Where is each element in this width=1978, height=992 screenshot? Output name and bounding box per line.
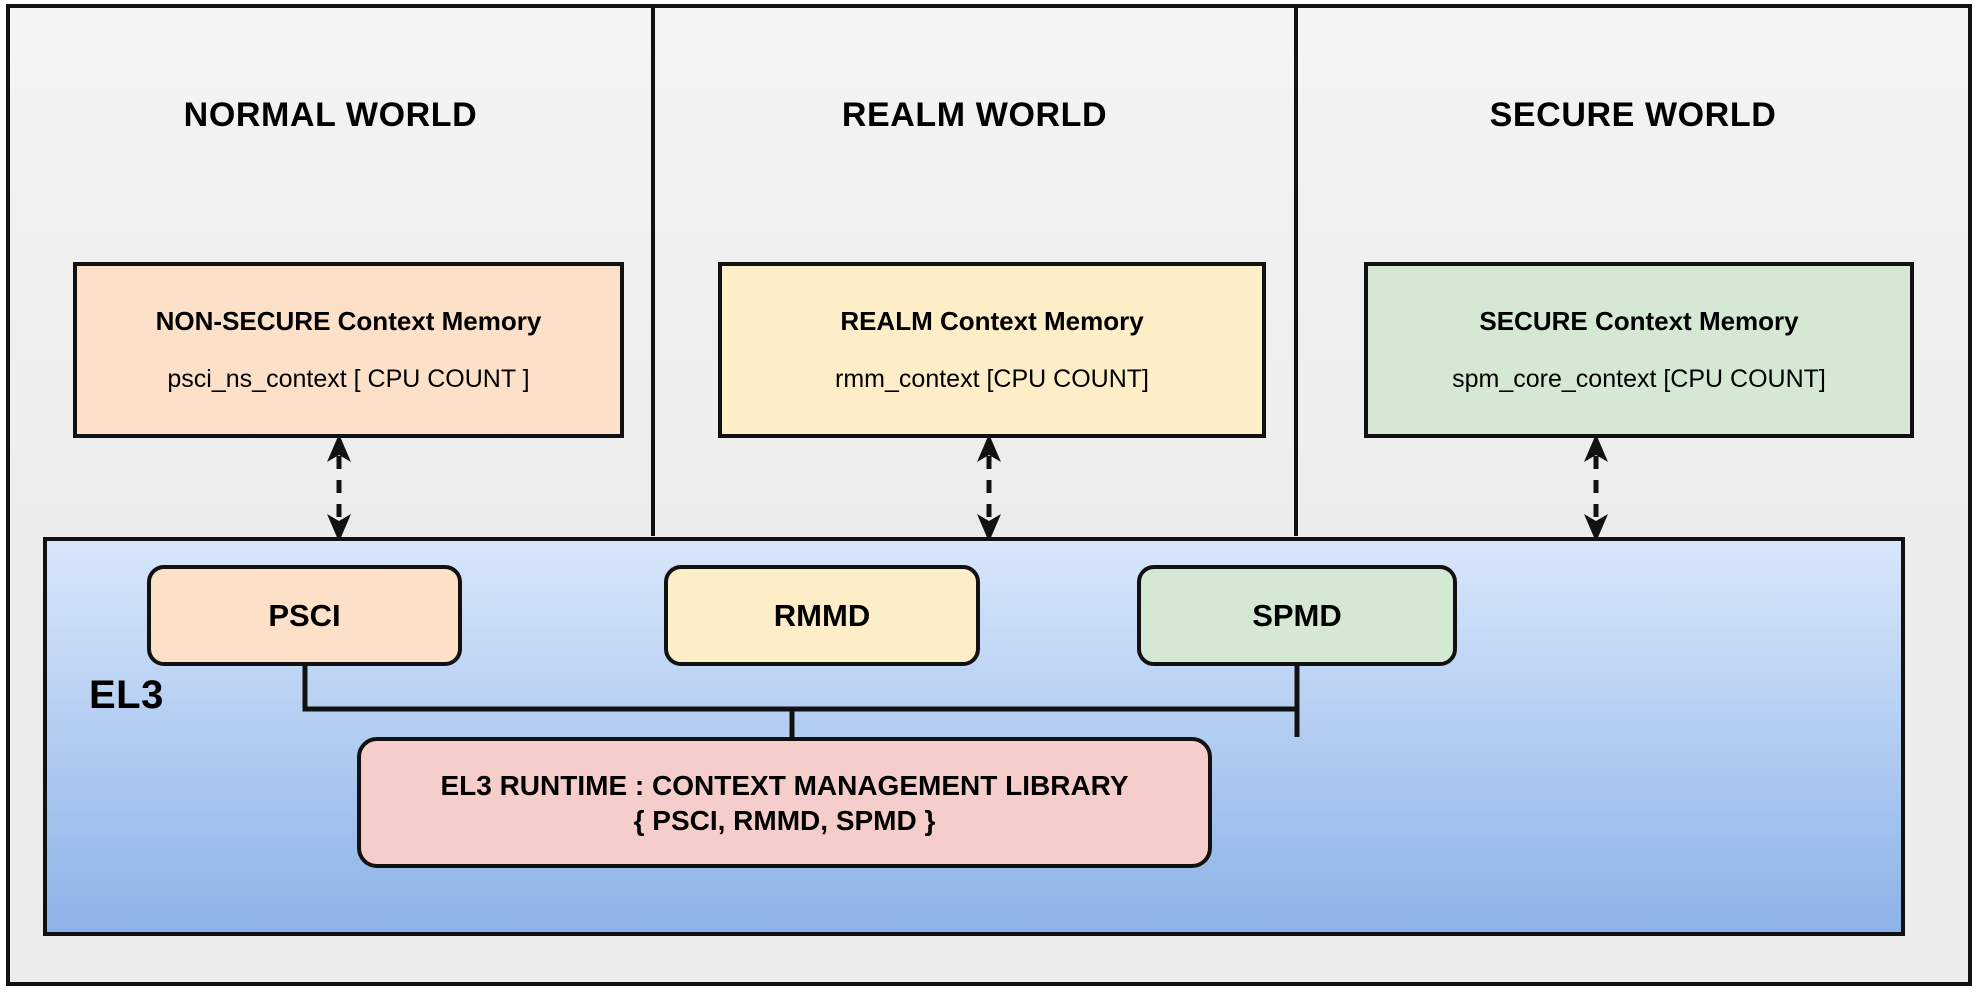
- context-memory-box-non-secure[interactable]: NON-SECURE Context Memory psci_ns_contex…: [73, 262, 624, 438]
- el3-runtime-library-title: EL3 RUNTIME : CONTEXT MANAGEMENT LIBRARY: [440, 769, 1129, 801]
- dispatcher-pill-rmmd[interactable]: RMMD: [664, 565, 980, 666]
- context-memory-symbol-non-secure: psci_ns_context [ CPU COUNT ]: [167, 364, 530, 393]
- context-memory-title-secure: SECURE Context Memory: [1479, 305, 1799, 336]
- el3-runtime-library-box[interactable]: EL3 RUNTIME : CONTEXT MANAGEMENT LIBRARY…: [357, 737, 1212, 868]
- context-memory-title-realm: REALM Context Memory: [840, 305, 1144, 336]
- bidirectional-dashed-arrow-secure: [1584, 434, 1608, 542]
- dispatcher-label-psci: PSCI: [268, 597, 341, 633]
- dispatcher-pill-spmd[interactable]: SPMD: [1137, 565, 1457, 666]
- world-column-realm: REALM WORLD REALM Context Memory rmm_con…: [655, 8, 1298, 536]
- context-memory-title-non-secure: NON-SECURE Context Memory: [155, 305, 542, 336]
- el3-label: EL3: [89, 673, 164, 717]
- context-memory-symbol-secure: spm_core_context [CPU COUNT]: [1452, 364, 1826, 393]
- world-column-normal: NORMAL WORLD NON-SECURE Context Memory p…: [10, 8, 655, 536]
- context-memory-box-realm[interactable]: REALM Context Memory rmm_context [CPU CO…: [718, 262, 1266, 438]
- bidirectional-dashed-arrow-realm: [977, 434, 1001, 542]
- context-memory-symbol-realm: rmm_context [CPU COUNT]: [835, 364, 1149, 393]
- world-title-secure: SECURE WORLD: [1489, 96, 1777, 134]
- world-title-realm: REALM WORLD: [841, 96, 1108, 134]
- world-title-normal: NORMAL WORLD: [183, 96, 478, 134]
- dispatcher-label-spmd: SPMD: [1252, 597, 1342, 633]
- dispatcher-label-rmmd: RMMD: [773, 597, 871, 633]
- el3-panel: EL3 PSCI RMMD SPMD EL3 RUNTIME : CONTEXT…: [43, 537, 1905, 936]
- dispatcher-pill-psci[interactable]: PSCI: [147, 565, 462, 666]
- bidirectional-dashed-arrow-non-secure: [327, 434, 351, 542]
- context-memory-box-secure[interactable]: SECURE Context Memory spm_core_context […: [1364, 262, 1914, 438]
- world-column-secure: SECURE WORLD SECURE Context Memory spm_c…: [1298, 8, 1968, 536]
- el3-runtime-library-members: { PSCI, RMMD, SPMD }: [633, 804, 936, 836]
